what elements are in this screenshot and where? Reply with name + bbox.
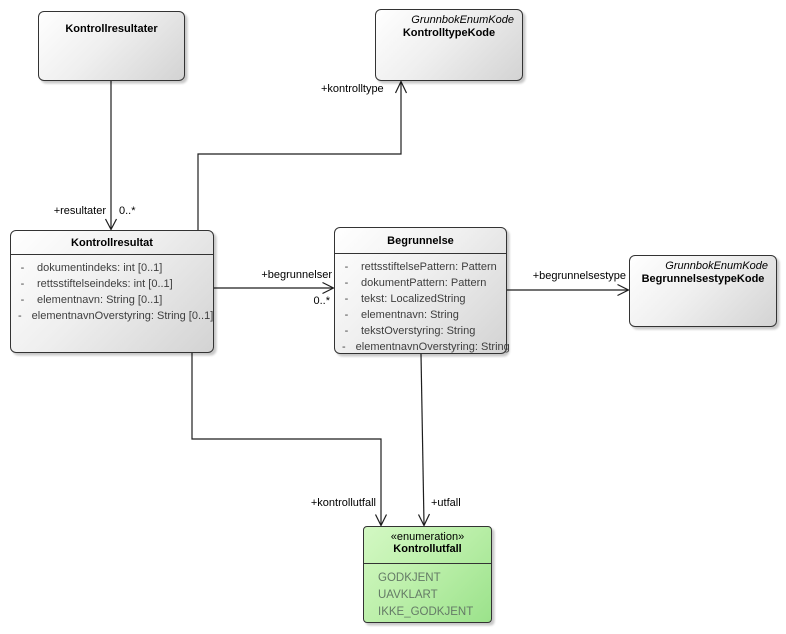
class-node-kontrollresultat[interactable]: Kontrollresultat - dokumentindeks: int [… <box>10 230 214 353</box>
class-node-kontrollresultater[interactable]: Kontrollresultater <box>38 11 185 81</box>
attribute-text: tekst: LocalizedString <box>361 293 466 305</box>
role-label-begrunnelser: +begrunnelser <box>261 269 332 281</box>
visibility-marker: - <box>18 310 22 322</box>
class-title: KontrolltypeKode <box>402 27 496 39</box>
visibility-marker: - <box>344 293 349 305</box>
arrowhead-down-icon <box>374 514 388 527</box>
multiplicity-label-begrunnelser: 0..* <box>313 295 330 307</box>
attribute-text: elementnavn: String [0..1] <box>37 294 163 306</box>
attribute-text: elementnavn: String <box>361 309 459 321</box>
arrowhead-down-icon <box>417 513 431 527</box>
attribute-text: dokumentindeks: int [0..1] <box>37 262 163 274</box>
attribute-row: - dokumentPattern: Pattern <box>335 275 506 291</box>
attribute-text: elementnavnOverstyring: String <box>355 341 510 353</box>
role-label-kontrollutfall: +kontrollutfall <box>310 497 376 509</box>
visibility-marker: - <box>344 261 349 273</box>
class-stereotype: GrunnbokEnumKode <box>665 260 768 272</box>
literals-compartment: GODKJENT UAVKLART IKKE_GODKJENT <box>364 563 491 621</box>
arrowhead-down-icon <box>104 218 118 231</box>
attribute-row: - elementnavnOverstyring: String <box>335 339 510 355</box>
role-label-resultater: +resultater <box>53 205 106 217</box>
enum-literal: IKKE_GODKJENT <box>378 606 474 618</box>
enumeration-node-kontrollutfall[interactable]: «enumeration» Kontrollutfall GODKJENT UA… <box>363 526 492 623</box>
association-utfall-line <box>420 353 425 525</box>
attribute-row: - tekstOverstyring: String <box>335 323 506 339</box>
attribute-row: - tekst: LocalizedString <box>335 291 506 307</box>
attribute-text: rettsstiftelseindeks: int [0..1] <box>37 278 173 290</box>
class-node-begrunnelse[interactable]: Begrunnelse - rettsstiftelsePattern: Pat… <box>334 227 510 355</box>
attribute-row: - dokumentindeks: int [0..1] <box>11 260 213 276</box>
attribute-text: tekstOverstyring: String <box>361 325 476 337</box>
role-label-begrunnelsestype: +begrunnelsestype <box>532 270 626 282</box>
visibility-marker: - <box>344 309 349 321</box>
class-title: Kontrollutfall <box>393 543 462 555</box>
multiplicity-label-resultater: 0..* <box>119 205 136 217</box>
attribute-text: elementnavnOverstyring: String [0..1] <box>31 310 214 322</box>
attribute-text: dokumentPattern: Pattern <box>361 277 487 289</box>
visibility-marker: - <box>20 294 25 306</box>
role-label-utfall: +utfall <box>431 497 461 509</box>
visibility-marker: - <box>20 278 25 290</box>
enum-literal: UAVKLART <box>378 589 438 601</box>
enum-literal: GODKJENT <box>378 572 441 584</box>
class-title: Begrunnelse <box>387 235 454 247</box>
attribute-row: - elementnavn: String <box>335 307 506 323</box>
attribute-row: - elementnavn: String [0..1] <box>11 292 213 308</box>
visibility-marker: - <box>344 325 349 337</box>
attribute-row: - rettsstiftelseindeks: int [0..1] <box>11 276 213 292</box>
class-title: Kontrollresultater <box>65 23 158 35</box>
arrowhead-up-icon <box>394 80 408 94</box>
class-node-kontrolltypekode[interactable]: GrunnbokEnumKode KontrolltypeKode <box>375 9 523 81</box>
class-node-begrunnelsestypekode[interactable]: GrunnbokEnumKode BegrunnelsestypeKode <box>629 255 777 327</box>
attribute-text: rettsstiftelsePattern: Pattern <box>361 261 497 273</box>
visibility-marker: - <box>344 277 349 289</box>
arrowhead-right-icon <box>322 281 335 295</box>
attributes-compartment: - rettsstiftelsePattern: Pattern - dokum… <box>335 253 510 355</box>
arrowhead-right-icon <box>617 283 630 297</box>
class-title: Kontrollresultat <box>71 237 153 249</box>
visibility-marker: - <box>342 341 346 353</box>
class-stereotype: GrunnbokEnumKode <box>411 14 514 26</box>
role-label-kontrolltype: +kontrolltype <box>321 83 384 95</box>
attributes-compartment: - dokumentindeks: int [0..1] - rettsstif… <box>11 254 213 324</box>
visibility-marker: - <box>20 262 25 274</box>
attribute-row: - rettsstiftelsePattern: Pattern <box>335 259 506 275</box>
association-kontrollutfall-line <box>191 353 382 524</box>
association-kontrolltype-line <box>197 83 402 230</box>
class-title: BegrunnelsestypeKode <box>641 273 765 285</box>
attribute-row: - elementnavnOverstyring: String [0..1] <box>11 308 213 324</box>
enumeration-stereotype: «enumeration» <box>390 531 465 543</box>
